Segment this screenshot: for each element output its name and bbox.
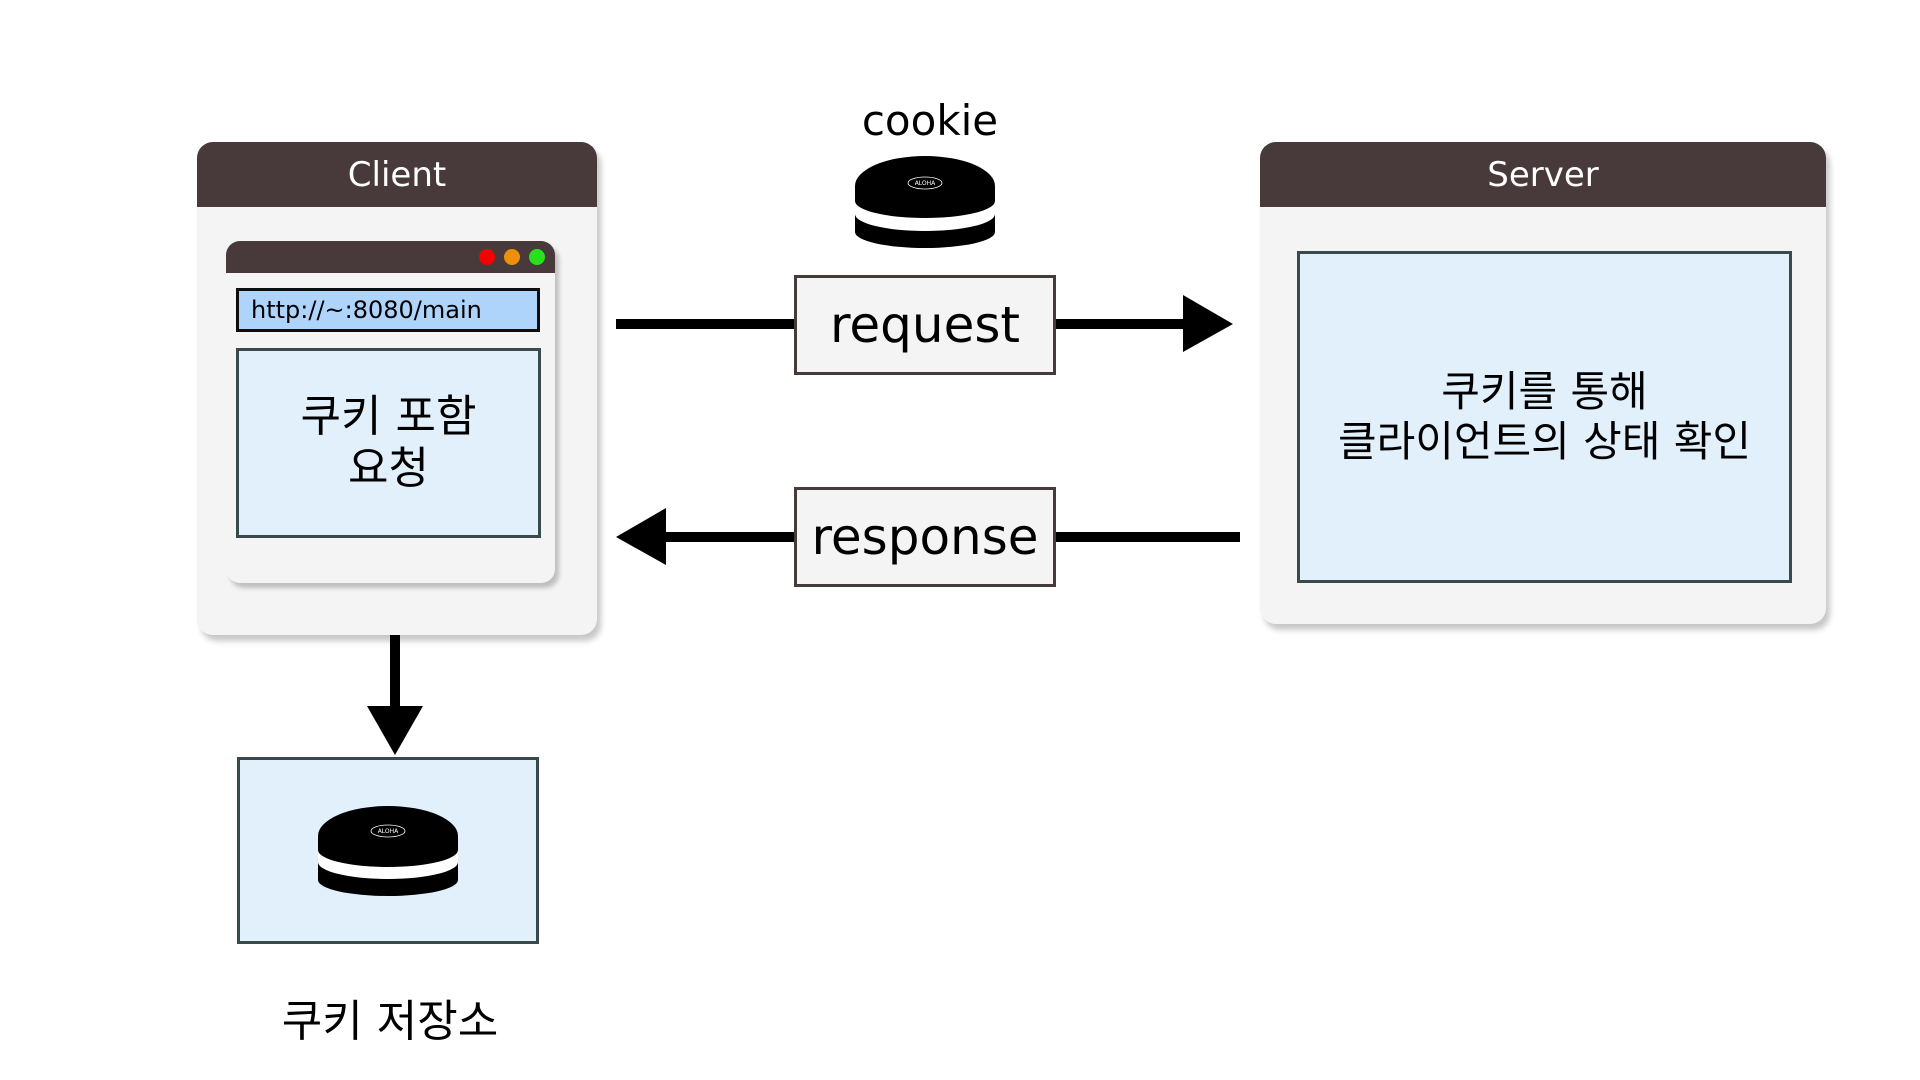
server-content: 쿠키를 통해 클라이언트의 상태 확인 [1297,251,1792,583]
cookie-label: cookie [861,96,999,145]
request-label: request [829,296,1021,354]
response-label: response [811,508,1039,566]
browser-window: http://~:8080/main 쿠키 포함 요청 [226,241,555,583]
client-window: Client http://~:8080/main 쿠키 포함 요청 [197,142,597,635]
request-arrowhead [1183,295,1233,352]
close-dot-icon[interactable] [479,249,495,265]
response-line-right [1055,532,1240,542]
cookie-storage-box [237,757,539,944]
response-line-left [664,532,796,542]
request-arrow [616,295,1233,352]
server-title: Server [1487,154,1599,195]
cookie-storage-label: 쿠키 저장소 [281,996,499,1047]
client-title: Client [347,154,447,195]
minimize-dot-icon[interactable] [504,249,520,265]
url-text: http://~:8080/main [251,296,482,324]
url-bar[interactable]: http://~:8080/main [236,288,540,332]
client-header: Client [197,142,597,207]
server-window: Server 쿠키를 통해 클라이언트의 상태 확인 [1260,142,1826,624]
request-label-box: request [794,275,1056,375]
server-header: Server [1260,142,1826,207]
response-arrow [616,508,1240,565]
response-arrowhead [616,508,666,565]
maximize-dot-icon[interactable] [529,249,545,265]
request-line-left [616,319,796,329]
storage-arrowhead-down [367,706,423,755]
request-line-right [1055,319,1185,329]
storage-arrow-shaft [390,630,400,710]
client-request-content: 쿠키 포함 요청 [236,348,541,538]
response-label-box: response [794,487,1056,587]
browser-titlebar [226,241,555,273]
